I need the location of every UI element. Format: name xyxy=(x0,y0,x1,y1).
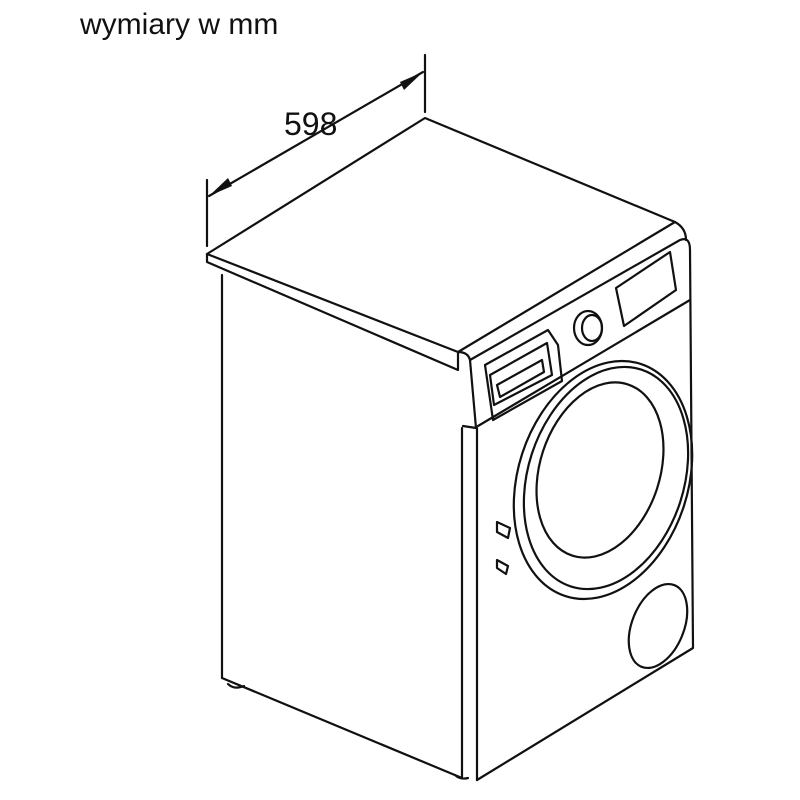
door-handle xyxy=(495,520,512,540)
width-dimension-line xyxy=(205,53,427,248)
side-panel xyxy=(220,273,479,782)
diagram-title: wymiary w mm xyxy=(80,8,279,41)
arrow-left-icon xyxy=(209,178,232,196)
top-panel xyxy=(205,116,688,430)
door-glass xyxy=(535,381,665,559)
detergent-drawer xyxy=(483,328,564,422)
door-outer xyxy=(512,359,694,601)
front-panel xyxy=(468,238,695,782)
display xyxy=(614,250,678,328)
service-flap xyxy=(627,582,689,670)
arrow-right-icon xyxy=(400,72,423,90)
